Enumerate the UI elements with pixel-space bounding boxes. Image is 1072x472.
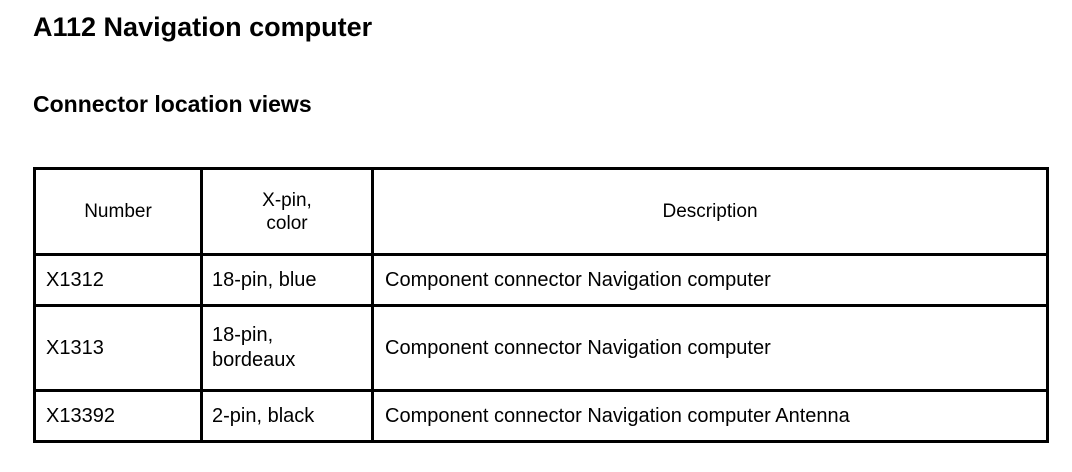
table-row: X1312 18-pin, blue Component connector N… xyxy=(33,253,1049,307)
cell-xpin-value-line1: 18-pin, blue xyxy=(212,268,317,291)
cell-number: X13392 xyxy=(33,389,203,443)
table-header-row: Number X-pin, color Description xyxy=(33,167,1049,256)
table-body: X1312 18-pin, blue Component connector N… xyxy=(33,253,1049,443)
column-header-xpin: X-pin, color xyxy=(200,167,374,256)
cell-description-value: Component connector Navigation computer … xyxy=(385,404,850,427)
column-header-number: Number xyxy=(33,167,203,256)
cell-xpin: 18-pin, bordeaux xyxy=(200,304,374,392)
cell-number: X1313 xyxy=(33,304,203,392)
section-heading: Connector location views xyxy=(33,91,312,117)
cell-number-value: X1312 xyxy=(46,268,104,291)
table-row: X1313 18-pin, bordeaux Component connect… xyxy=(33,304,1049,392)
cell-description: Component connector Navigation computer xyxy=(371,304,1049,392)
page-title: A112 Navigation computer xyxy=(33,12,373,42)
column-header-description: Description xyxy=(371,167,1049,256)
cell-number-value: X13392 xyxy=(46,404,115,427)
cell-description-value: Component connector Navigation computer xyxy=(385,268,771,291)
column-header-description-label: Description xyxy=(662,201,758,222)
cell-description: Component connector Navigation computer xyxy=(371,253,1049,307)
cell-xpin: 2-pin, black xyxy=(200,389,374,443)
connector-table: Number X-pin, color Description X1312 18… xyxy=(33,167,1049,443)
cell-xpin-value-line2: bordeaux xyxy=(212,349,296,371)
column-header-xpin-label-line2: color xyxy=(266,212,308,234)
cell-number: X1312 xyxy=(33,253,203,307)
cell-description: Component connector Navigation computer … xyxy=(371,389,1049,443)
cell-number-value: X1313 xyxy=(46,336,104,359)
column-header-number-label: Number xyxy=(84,201,152,222)
cell-xpin: 18-pin, blue xyxy=(200,253,374,307)
cell-description-value: Component connector Navigation computer xyxy=(385,336,771,359)
cell-xpin-value-line1: 2-pin, black xyxy=(212,404,315,427)
table-header: Number X-pin, color Description xyxy=(33,167,1049,256)
cell-xpin-value-line1: 18-pin, xyxy=(212,324,274,346)
table-row: X13392 2-pin, black Component connector … xyxy=(33,389,1049,443)
column-header-xpin-label-line1: X-pin, xyxy=(262,189,312,211)
